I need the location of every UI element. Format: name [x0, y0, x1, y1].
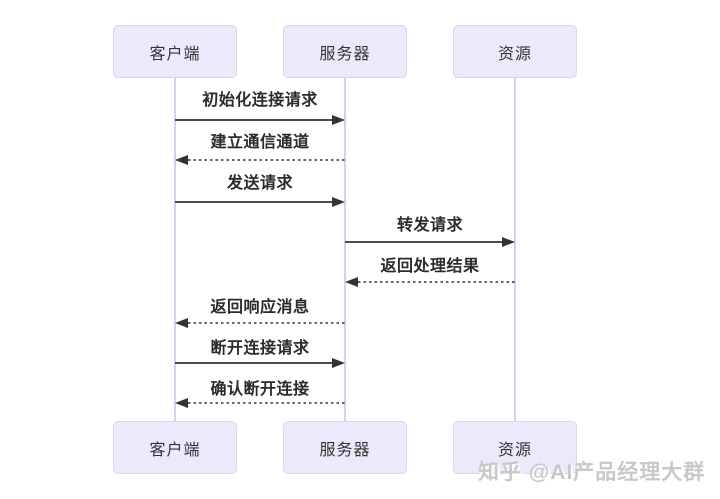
message-arrow-8	[175, 398, 345, 408]
actor-label-resource: 资源	[497, 441, 532, 459]
actor-label-server: 服务器	[319, 45, 371, 63]
message-label-6: 返回响应消息	[210, 299, 310, 316]
actor-box-resource-bottom: 资源	[453, 421, 577, 474]
message-label-8: 确认断开连接	[210, 381, 310, 398]
message-label-2: 建立通信通道	[210, 134, 310, 151]
actor-label-client: 客户端	[149, 45, 201, 63]
message-label-7: 断开连接请求	[210, 340, 310, 357]
message-arrow-2	[175, 155, 345, 165]
message-arrow-7	[175, 358, 345, 368]
actor-label-client: 客户端	[149, 441, 201, 459]
watermark-text: 知乎 @AI产品经理大群	[478, 461, 706, 484]
actor-label-resource: 资源	[497, 45, 532, 63]
message-arrow-6	[175, 318, 345, 328]
message-arrow-4	[345, 237, 515, 247]
message-arrow-3	[175, 197, 345, 207]
message-label-5: 返回处理结果	[380, 258, 480, 275]
message-arrow-1	[175, 115, 345, 125]
actor-box-client-bottom: 客户端	[113, 421, 237, 474]
actor-box-server-top: 服务器	[283, 25, 407, 78]
message-label-4: 转发请求	[396, 217, 463, 234]
actor-box-client-top: 客户端	[113, 25, 237, 78]
actor-box-resource-top: 资源	[453, 25, 577, 78]
actor-label-server: 服务器	[319, 441, 371, 459]
message-arrow-5	[345, 277, 515, 287]
actor-box-server-bottom: 服务器	[283, 421, 407, 474]
message-label-1: 初始化连接请求	[202, 92, 318, 109]
message-label-3: 发送请求	[226, 175, 293, 192]
